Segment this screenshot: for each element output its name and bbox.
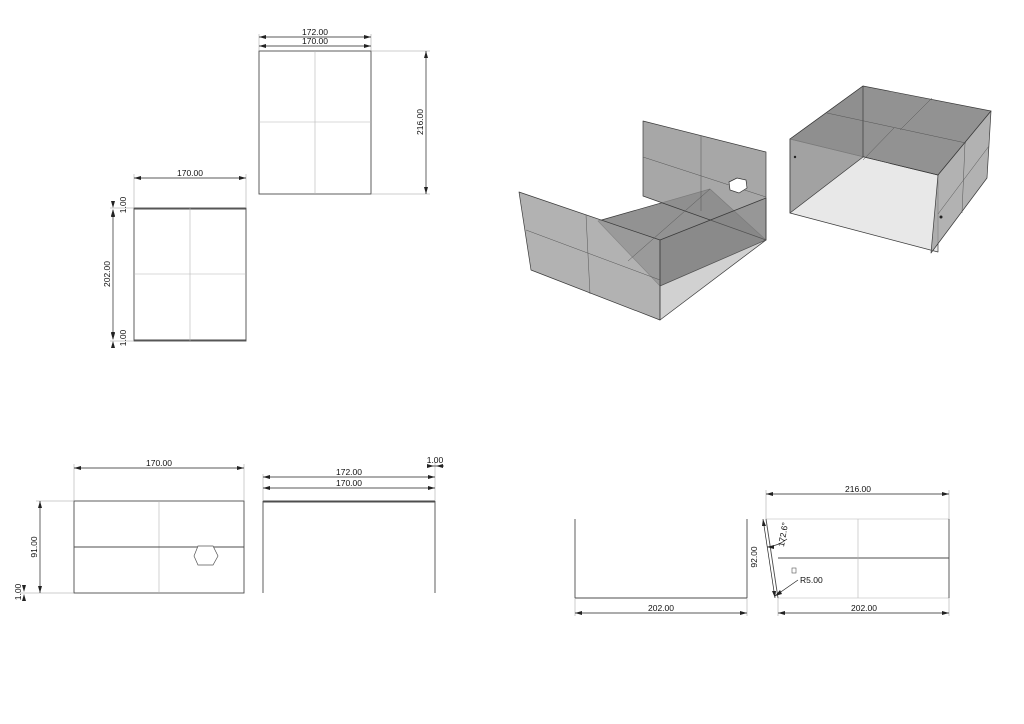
left-flat-pattern-view: 170.00 202.00 1.00 1.00 <box>102 168 247 348</box>
dim-label: 202.00 <box>102 261 112 287</box>
dim-front-width: 170.00 <box>74 458 244 470</box>
dim-label: 202.00 <box>648 603 674 613</box>
dim-top-overall-width: 172.00 <box>259 27 371 39</box>
dim-label: R5.00 <box>800 575 823 585</box>
dim-label: 1.00 <box>427 455 444 465</box>
dim-label: 172.00 <box>336 467 362 477</box>
dim-bottom-right-width: 202.00 <box>778 603 949 615</box>
dim-side-inner-width: 170.00 <box>263 478 435 490</box>
side-view: 172.00 170.00 1.00 <box>262 455 444 593</box>
dim-label: 1.00 <box>13 583 23 600</box>
dim-label: 216.00 <box>845 484 871 494</box>
bottom-right-left-profile: 202.00 <box>574 519 748 616</box>
dim-label: 170.00 <box>177 168 203 178</box>
dim-label: 170.00 <box>146 458 172 468</box>
dim-bottom-left-width: 202.00 <box>575 603 747 615</box>
dim-left-top-thickness: 1.00 <box>111 196 128 216</box>
dim-left-bottom-thickness: 1.00 <box>111 329 128 348</box>
bottom-right-flat-view: 216.00 202.00 92.00 172.6° R5.00 <box>749 484 950 616</box>
dim-label: 202.00 <box>851 603 877 613</box>
dim-front-thickness: 1.00 <box>13 583 26 601</box>
dim-bottom-top-width: 216.00 <box>766 484 949 496</box>
dim-label: 170.00 <box>336 478 362 488</box>
dim-top-inner-width: 170.00 <box>259 36 371 48</box>
front-view: 170.00 91.00 1.00 <box>13 458 245 601</box>
dim-bottom-height: 92.00 <box>749 518 776 599</box>
isometric-part-b <box>789 85 992 254</box>
dim-side-overall-width: 172.00 <box>263 467 435 479</box>
isometric-part-a <box>518 120 767 321</box>
dim-label: 172.6° <box>776 521 790 547</box>
dim-front-height: 91.00 <box>29 501 42 593</box>
dim-left-width: 170.00 <box>134 168 246 180</box>
dim-top-height: 216.00 <box>415 51 428 194</box>
dim-side-thickness: 1.00 <box>427 455 444 468</box>
dim-label: 92.00 <box>749 546 759 568</box>
dim-label: 170.00 <box>302 36 328 46</box>
dim-label: 216.00 <box>415 109 425 135</box>
dim-label: 1.00 <box>118 329 128 346</box>
dim-label: 172.00 <box>302 27 328 37</box>
dim-bottom-angle: 172.6° <box>766 521 790 549</box>
dim-label: 1.00 <box>118 196 128 213</box>
dim-label: 91.00 <box>29 536 39 558</box>
top-flat-pattern-view: 172.00 170.00 216.00 <box>258 27 430 195</box>
dim-bottom-radius: R5.00 <box>774 575 823 597</box>
dim-left-height: 202.00 <box>102 210 115 339</box>
